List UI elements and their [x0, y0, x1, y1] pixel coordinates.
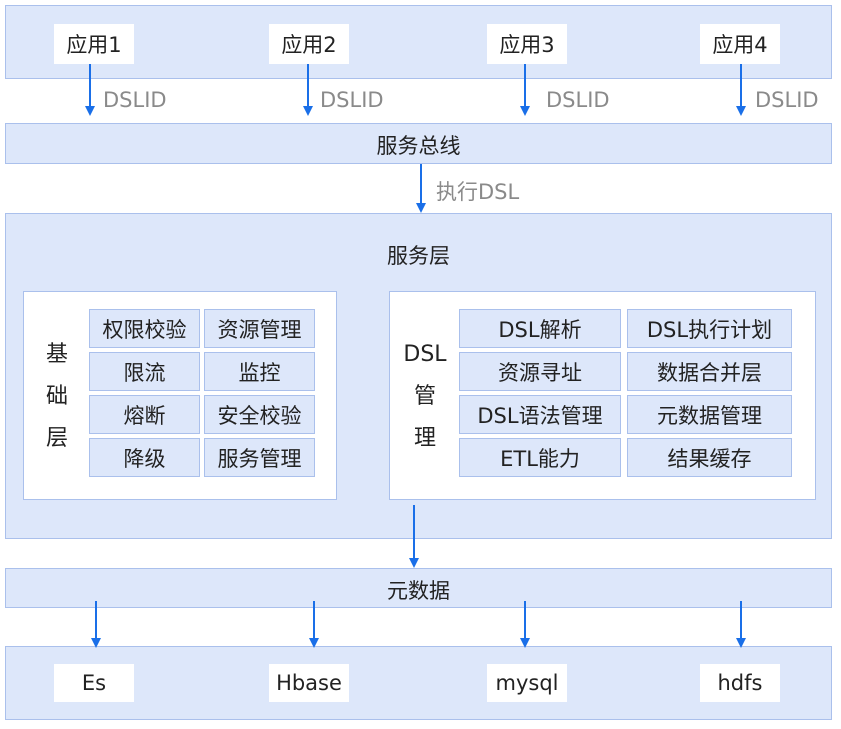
cell-rate-limiting: 限流	[89, 352, 200, 391]
storage-box-hdfs: hdfs	[700, 664, 780, 702]
cell-security-check: 安全校验	[204, 395, 315, 434]
dslid-label-1: DSLID	[103, 88, 167, 112]
dsl-management-title-char-2: 理	[413, 426, 436, 451]
cell-dsl-execution-plan: DSL执行计划	[627, 309, 792, 348]
cell-permission-check: 权限校验	[89, 309, 200, 348]
cell-monitoring: 监控	[204, 352, 315, 391]
arrowhead-hdfs	[736, 638, 746, 648]
storage-band	[5, 646, 832, 720]
service-bus-band	[5, 123, 832, 164]
metadata-title: 元数据	[387, 579, 450, 603]
arrowhead-bus	[416, 203, 426, 213]
arrowhead-hbase	[309, 638, 319, 648]
arrowhead-app1	[85, 106, 95, 116]
base-layer-title-char-3: 层	[45, 426, 68, 451]
metadata-band	[5, 568, 832, 608]
service-bus-title: 服务总线	[376, 134, 461, 158]
apps-band	[5, 5, 832, 79]
storage-box-hbase: Hbase	[269, 664, 349, 702]
cell-resource-management: 资源管理	[204, 309, 315, 348]
cell-etl-capability: ETL能力	[459, 438, 621, 477]
dslid-label-2: DSLID	[320, 88, 384, 112]
arrowhead-app3	[520, 106, 530, 116]
storage-box-mysql: mysql	[487, 664, 567, 702]
cell-metadata-management: 元数据管理	[627, 395, 792, 434]
arrowhead-service	[409, 558, 419, 568]
app-box-3: 应用3	[487, 24, 567, 64]
cell-resource-addressing: 资源寻址	[459, 352, 621, 391]
app-box-4: 应用4	[700, 24, 780, 64]
arrowhead-mysql	[520, 638, 530, 648]
storage-box-es: Es	[54, 664, 134, 702]
base-layer-title-char-2: 础	[45, 384, 68, 409]
service-layer-title: 服务层	[387, 244, 450, 268]
base-layer-title-char-1: 基	[45, 342, 68, 367]
cell-degradation: 降级	[89, 438, 200, 477]
arrowhead-app2	[303, 106, 313, 116]
cell-dsl-syntax-management: DSL语法管理	[459, 395, 621, 434]
arrowhead-app4	[736, 106, 746, 116]
dsl-management-title-dsl: DSL	[403, 342, 447, 367]
app-box-1: 应用1	[54, 24, 134, 64]
cell-dsl-parsing: DSL解析	[459, 309, 621, 348]
cell-result-cache: 结果缓存	[627, 438, 792, 477]
app-box-2: 应用2	[269, 24, 349, 64]
dsl-management-title-char-1: 管	[413, 384, 436, 409]
arrowhead-es	[91, 638, 101, 648]
dslid-label-4: DSLID	[755, 88, 819, 112]
execute-dsl-label: 执行DSL	[436, 180, 520, 204]
cell-circuit-breaker: 熔断	[89, 395, 200, 434]
dslid-label-3: DSLID	[546, 88, 610, 112]
cell-service-management: 服务管理	[204, 438, 315, 477]
cell-data-merge-layer: 数据合并层	[627, 352, 792, 391]
